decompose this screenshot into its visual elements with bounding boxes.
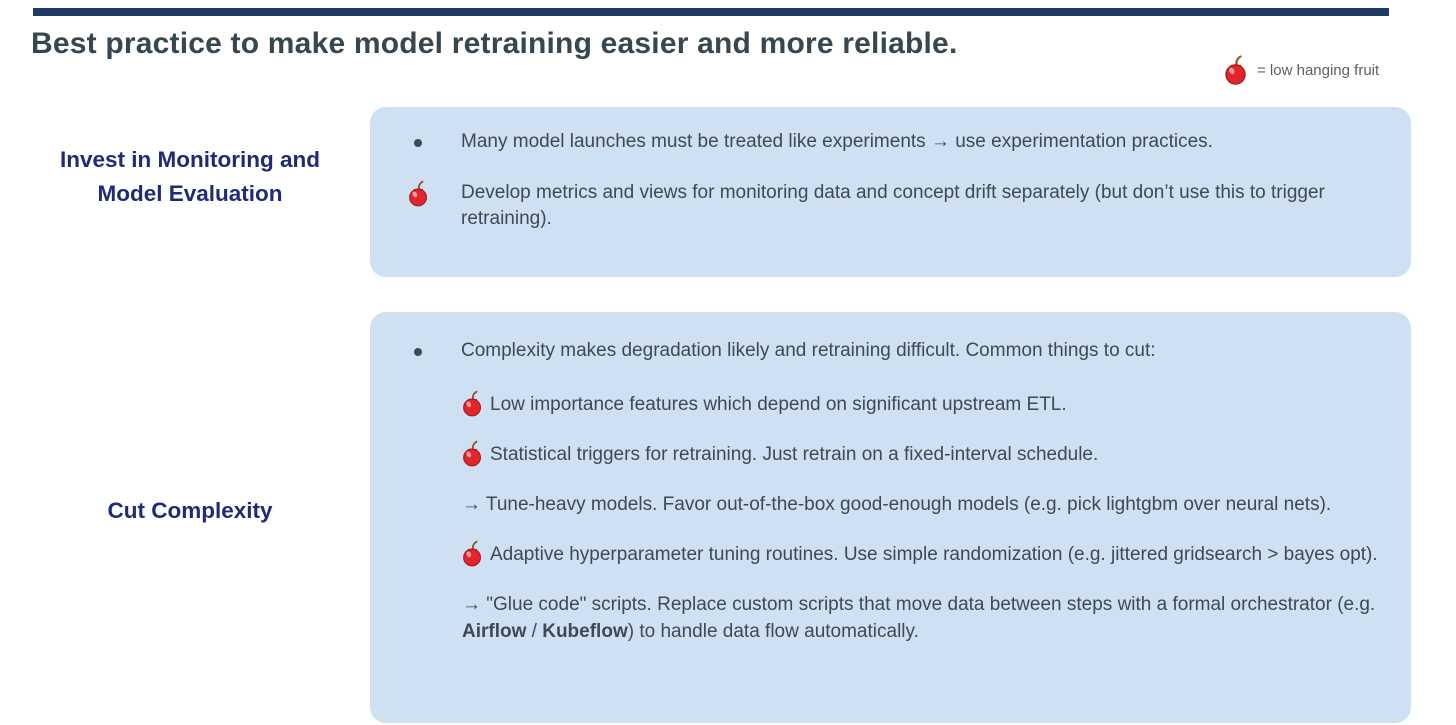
- sub-item-text-post: ) to handle data flow automatically.: [627, 621, 919, 643]
- legend: = low hanging fruit: [1224, 55, 1379, 85]
- tool-name-airflow: Airflow: [462, 621, 527, 643]
- bullet-dot-icon: [414, 139, 422, 147]
- monitoring-panel: Many model launches must be treated like…: [370, 107, 1411, 277]
- cut-complexity-panel: Complexity makes degradation likely and …: [370, 312, 1411, 723]
- legend-label: = low hanging fruit: [1257, 61, 1380, 79]
- tomato-icon: [462, 540, 482, 568]
- list-item-text: Complexity makes degradation likely and …: [461, 340, 1156, 361]
- sub-list-item: → "Glue code" scripts. Replace custom sc…: [462, 591, 1381, 646]
- list-item-text: Develop metrics and views for monitoring…: [461, 181, 1325, 230]
- sub-item-text: Adaptive hyperparameter tuning routines.…: [490, 544, 1378, 566]
- list-item-text: Many model launches must be treated like…: [461, 131, 1213, 152]
- tomato-icon: [462, 390, 482, 417]
- sub-list-item: Low importance features which depend on …: [462, 390, 1381, 419]
- section-label-cut-complexity: Cut Complexity: [107, 498, 273, 523]
- list-item: Many model launches must be treated like…: [406, 129, 1381, 156]
- bullet-marker: [406, 129, 430, 147]
- sub-item-text: Statistical triggers for retraining. Jus…: [490, 444, 1099, 466]
- sub-item-text-sep: /: [526, 621, 543, 643]
- bullet-dot-icon: [414, 348, 422, 356]
- bullet-marker: [406, 180, 430, 207]
- tomato-icon: [1224, 55, 1247, 85]
- sub-item-text: → Tune-heavy models. Favor out-of-the-bo…: [462, 493, 1332, 515]
- sub-list: Low importance features which depend on …: [462, 390, 1381, 646]
- tool-name-kubeflow: Kubeflow: [542, 621, 628, 643]
- sub-list-item: Adaptive hyperparameter tuning routines.…: [462, 540, 1381, 569]
- section-label-monitoring: Invest in Monitoring and Model Evaluatio…: [60, 147, 320, 206]
- top-accent-bar: [33, 8, 1389, 16]
- sub-item-text-pre: → "Glue code" scripts. Replace custom sc…: [462, 593, 1376, 615]
- tomato-icon: [462, 440, 482, 467]
- list-item: Complexity makes degradation likely and …: [406, 338, 1381, 365]
- bullet-marker: [406, 338, 430, 356]
- page-title: Best practice to make model retraining e…: [31, 27, 958, 60]
- tomato-icon: [408, 180, 427, 207]
- sub-list-item: Statistical triggers for retraining. Jus…: [462, 440, 1381, 469]
- sub-item-text: Low importance features which depend on …: [490, 393, 1067, 415]
- list-item: Develop metrics and views for monitoring…: [406, 180, 1381, 233]
- sub-list-item: → Tune-heavy models. Favor out-of-the-bo…: [462, 491, 1381, 519]
